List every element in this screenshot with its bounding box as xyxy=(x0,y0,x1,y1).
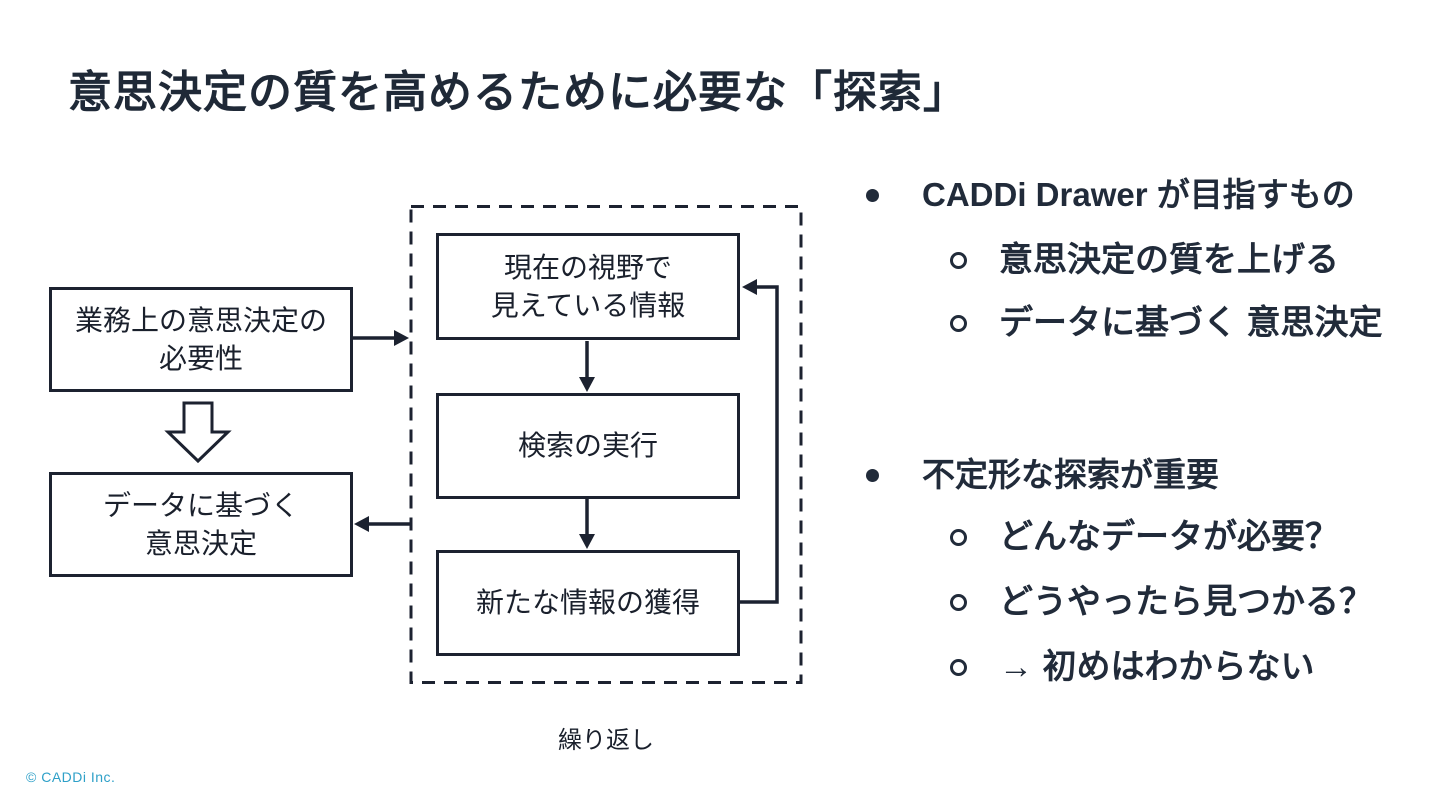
flow-box-run-search: 検索の実行 xyxy=(436,393,740,499)
loop-container-dashed-border xyxy=(409,205,803,684)
arrow-down-icon xyxy=(579,499,595,549)
flow-box-data-driven-decision: データに基づく 意思決定 xyxy=(49,472,353,577)
bullet-circle-icon xyxy=(950,593,967,611)
flow-box-new-info-acquired: 新たな情報の獲得 xyxy=(436,550,740,656)
bullet-item-what-data-needed: どんなデータが必要？ xyxy=(950,515,1339,559)
bullet-dot-icon xyxy=(866,188,879,202)
bullet-circle-icon xyxy=(950,314,967,332)
block-arrow-down-icon xyxy=(164,401,232,464)
bullet-label: データに基づく 意思決定 xyxy=(999,304,1383,342)
flow-box-business-decision-need: 業務上の意思決定の 必要性 xyxy=(49,287,353,392)
loop-repeat-label: 繰り返し xyxy=(558,727,654,754)
bullet-label: → 初めはわからない xyxy=(999,648,1315,686)
arrow-left-icon xyxy=(354,516,410,532)
flow-box-currently-visible-info: 現在の視野で 見えている情報 xyxy=(436,233,740,340)
bullet-item-caddi-drawer-goal: CADDi Drawer が目指すもの xyxy=(866,173,1355,217)
flow-box-text-line: 新たな情報の獲得 xyxy=(475,587,700,618)
bullet-item-unknown-at-first: → 初めはわからない xyxy=(950,645,1314,689)
flow-box-text-line: 現在の視野で xyxy=(503,251,672,283)
bullet-item-raise-decision-quality: 意思決定の質を上げる xyxy=(950,238,1339,282)
flow-box-text-line: 必要性 xyxy=(158,342,243,374)
bullet-label: CADDi Drawer が目指すもの xyxy=(922,176,1355,213)
feedback-loop-arrow-icon xyxy=(740,279,779,604)
bullet-label: どんなデータが必要？ xyxy=(999,518,1339,556)
bullet-circle-icon xyxy=(950,658,967,676)
arrow-right-icon xyxy=(353,330,409,346)
bullet-circle-icon xyxy=(950,528,967,546)
flow-box-text-line: 意思決定 xyxy=(144,527,257,559)
bullet-label: 不定形な探索が重要 xyxy=(922,456,1219,493)
page-title: 意思決定の質を高めるために必要な「探索」 xyxy=(68,68,968,117)
bullet-item-how-to-find: どうやったら見つかる？ xyxy=(950,580,1373,624)
arrow-down-icon xyxy=(579,341,595,392)
bullet-label: どうやったら見つかる？ xyxy=(999,583,1373,621)
flow-box-text-line: 業務上の意思決定の xyxy=(74,304,327,336)
flow-box-text-line: 見えている情報 xyxy=(490,289,686,321)
bullet-item-data-driven-decision: データに基づく 意思決定 xyxy=(950,301,1382,345)
copyright-footer: © CADDi Inc. xyxy=(26,769,116,785)
flow-box-text-line: データに基づく xyxy=(102,489,299,521)
flow-box-text-line: 検索の実行 xyxy=(517,430,658,461)
bullet-circle-icon xyxy=(950,251,967,269)
bullet-item-unstructured-exploration: 不定形な探索が重要 xyxy=(866,453,1219,497)
bullet-label: 意思決定の質を上げる xyxy=(999,241,1339,279)
bullet-dot-icon xyxy=(866,468,879,482)
